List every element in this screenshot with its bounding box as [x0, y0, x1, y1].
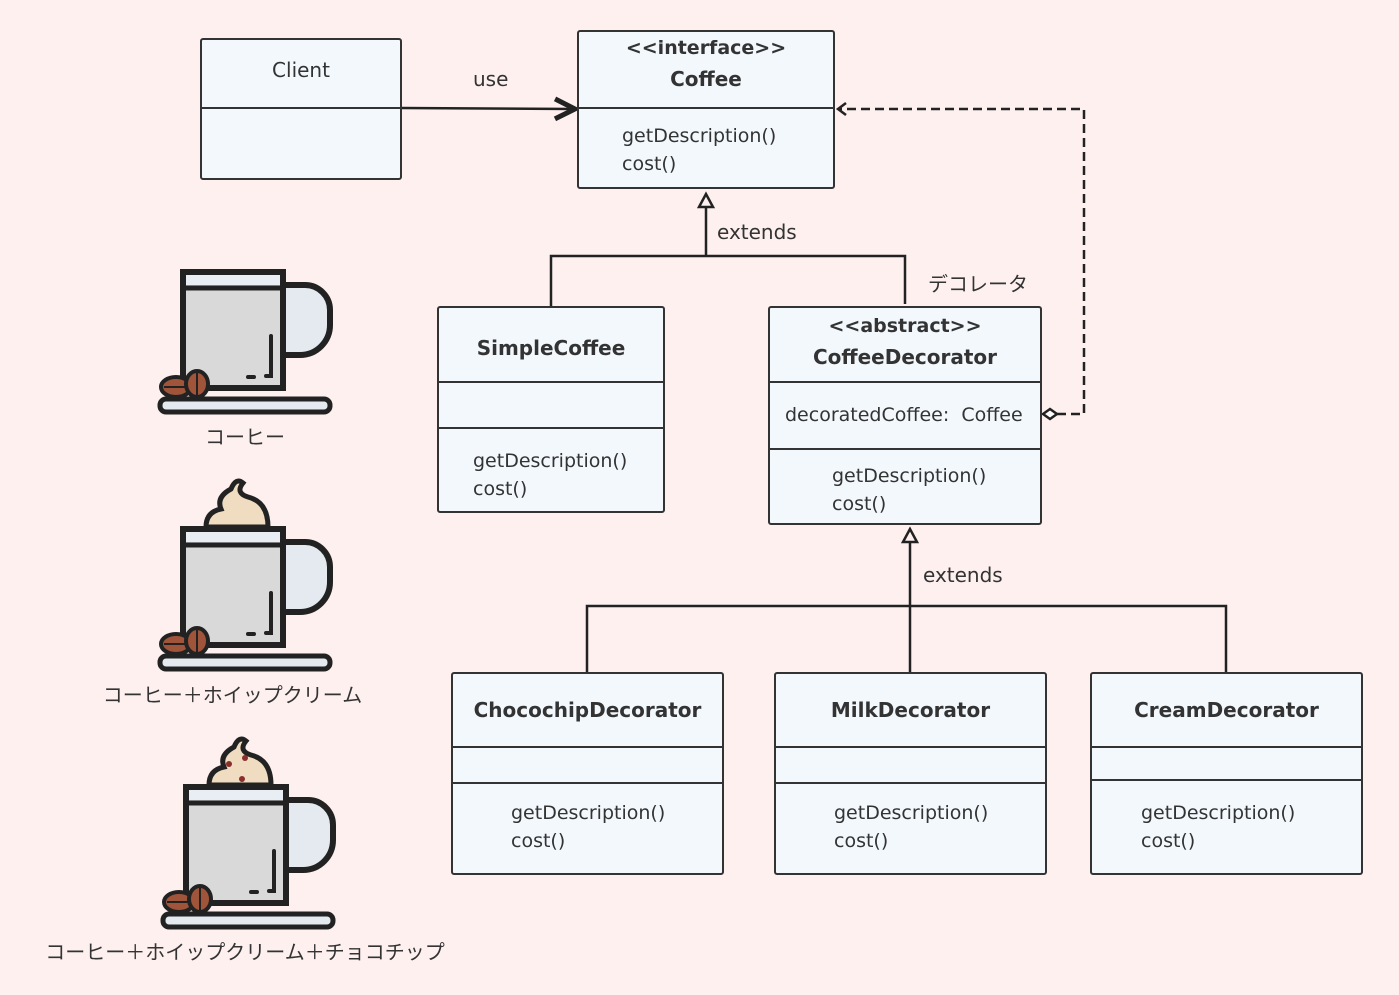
caption-coffee: コーヒー [205, 425, 285, 449]
stereotype: <<abstract>> [828, 315, 982, 337]
caption-coffee-whip-chocochip: コーヒー＋ホイップクリーム＋チョコチップ [45, 940, 445, 964]
class-name: CoffeeDecorator [812, 345, 998, 369]
caption-coffee-whip: コーヒー＋ホイップクリーム [102, 683, 363, 707]
class-name: CreamDecorator [1134, 698, 1319, 722]
decorator-label: デコレータ [928, 272, 1028, 296]
aggregation-diamond [1040, 407, 1060, 421]
class-coffee[interactable]: <<interface>> Coffee getDescription() cos… [577, 30, 835, 189]
operation: cost() [473, 478, 528, 500]
operation: cost() [834, 830, 889, 852]
class-simple-coffee[interactable]: SimpleCoffee getDescription() cost() [437, 306, 665, 513]
operation: cost() [832, 493, 887, 515]
class-coffee-decorator[interactable]: <<abstract>> CoffeeDecorator decoratedCo… [768, 306, 1042, 525]
class-name: SimpleCoffee [476, 336, 626, 360]
operation: getDescription() [622, 125, 777, 147]
operation: getDescription() [511, 802, 666, 824]
extends-simple-line [549, 208, 907, 306]
class-name: ChocochipDecorator [473, 698, 702, 722]
extends-label: extends [923, 563, 1003, 587]
extends-label: extends [717, 220, 797, 244]
class-cream-decorator[interactable]: CreamDecorator getDescription() cost() [1090, 672, 1363, 875]
aggregation-dashed-line [840, 107, 1086, 416]
attribute: decoratedCoffee: Coffee [785, 404, 1023, 426]
class-name: MilkDecorator [830, 698, 991, 722]
operation: getDescription() [473, 450, 628, 472]
operation: cost() [622, 153, 677, 175]
use-arrow [400, 108, 575, 109]
class-name: Client [272, 58, 330, 82]
class-client[interactable]: Client [200, 38, 402, 180]
operation: cost() [511, 830, 566, 852]
class-chocochip-decorator[interactable]: ChocochipDecorator getDescription() cost(… [451, 672, 724, 875]
coffee-cup-icon [157, 269, 333, 415]
stereotype: <<interface>> [625, 37, 787, 59]
class-milk-decorator[interactable]: MilkDecorator getDescription() cost() [774, 672, 1047, 875]
extends-triangle-decorator [900, 526, 920, 544]
operation: getDescription() [1141, 802, 1296, 824]
coffee-whip-cup-icon [160, 478, 330, 669]
coffee-whip-chocochip-cup-icon [163, 736, 333, 927]
operation: cost() [1141, 830, 1196, 852]
operation: getDescription() [834, 802, 989, 824]
extends-triangle-coffee [696, 191, 716, 209]
use-label: use [473, 67, 509, 91]
extends-decorators-line [585, 543, 1228, 672]
class-name: Coffee [670, 67, 742, 91]
operation: getDescription() [832, 465, 987, 487]
